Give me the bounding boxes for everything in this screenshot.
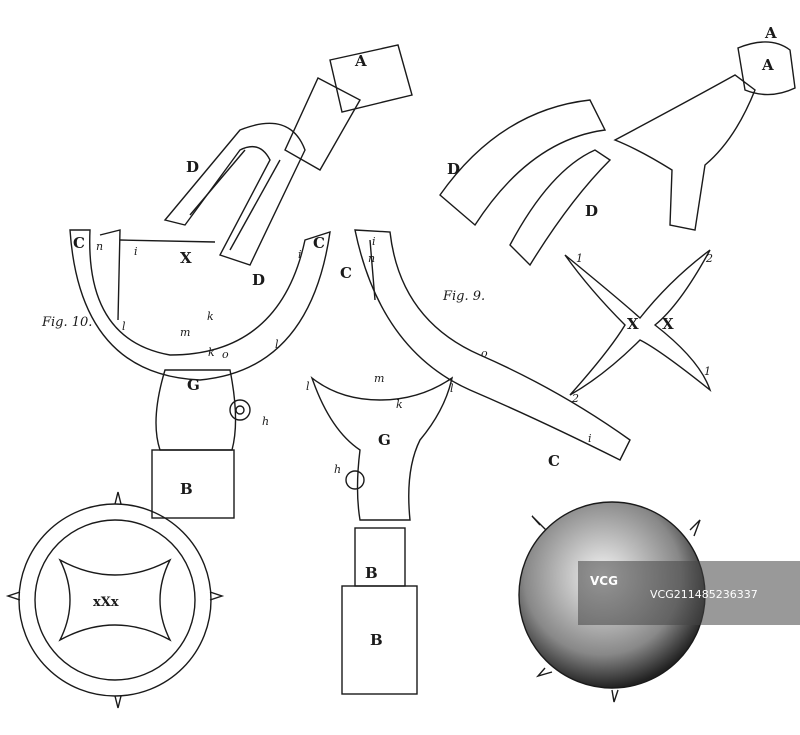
label-n-fig9: n (368, 252, 375, 265)
fig10-fork-d (163, 122, 306, 266)
label-2-cross-bottom: 2 (571, 392, 579, 405)
label-i-fig10: i (134, 245, 138, 258)
label-x-fig9-left: X (627, 315, 639, 333)
fig10-socket-b (151, 449, 235, 519)
fig10-tube-a (284, 44, 413, 171)
fig9-cross-x (564, 249, 712, 396)
watermark-logo: VCG (590, 574, 618, 588)
label-x-fig10: X (180, 249, 192, 267)
label-1-cross-bottom: 1 (704, 365, 711, 378)
label-k-fig9: k (396, 398, 403, 411)
fig9-label: Fig. 9. (442, 289, 485, 304)
label-1-cross-top: 1 (576, 252, 583, 265)
fig9-socket-b (341, 527, 418, 695)
label-c-fig10-right: C (313, 234, 325, 252)
fig9-yoke-c (354, 229, 631, 461)
label-h-fig9: h (334, 463, 341, 476)
label-c-fig9-top: C (340, 264, 352, 282)
label-m-fig9: m (374, 372, 384, 385)
label-b-fig9-lower: B (370, 631, 383, 649)
label-o-fig9: o (481, 347, 488, 360)
label-d-fig10-lower: D (252, 271, 265, 289)
label-a-fig9: A (761, 56, 774, 74)
fig10-yoke-c (69, 229, 331, 381)
label-i-fig9-tip: i (588, 432, 592, 445)
label-a-fig10: A (354, 52, 367, 70)
label-l-fig9-left: l (306, 380, 310, 393)
fig10-label: Fig. 10. (41, 315, 92, 330)
label-l-fig10-right: l (275, 338, 279, 351)
label-c-fig9-bottom: C (548, 452, 560, 470)
label-d-fig9-lower: D (585, 202, 598, 220)
label-l-fig10: l (122, 320, 126, 333)
fig9-stem-g (310, 375, 454, 521)
plate-disc (5, 491, 225, 709)
label-k-fig10-lower: k (208, 346, 215, 359)
label-a-fig9-top: A (764, 24, 777, 42)
label-m-fig10: m (180, 326, 190, 339)
fig9-tube-a (613, 41, 796, 231)
label-d-fig10: D (186, 158, 199, 176)
plate-mark: xXx (93, 595, 119, 610)
label-g-fig10: G (187, 376, 200, 394)
label-k-fig10: k (207, 310, 214, 323)
label-x-fig9-right: X (662, 315, 674, 333)
fig10-stem-g (155, 369, 251, 451)
watermark-band (578, 561, 800, 625)
label-n-fig10: n (96, 240, 103, 253)
label-b-fig9-upper: B (365, 564, 378, 582)
label-l-fig9-right: l (450, 382, 454, 395)
fig9-fork-d (439, 99, 612, 267)
label-d-fig9: D (447, 160, 460, 178)
label-i-fig9-top: i (372, 235, 376, 248)
watermark-text: VCG211485236337 (650, 588, 758, 601)
label-h-fig10: h (262, 415, 269, 428)
label-2-cross-top: 2 (705, 252, 713, 265)
label-b-fig10: B (180, 480, 193, 498)
label-c-fig10-left: C (73, 234, 85, 252)
label-i-fig10-right: i (298, 248, 302, 261)
label-o-fig10: o (222, 348, 229, 361)
label-g-fig9: G (378, 431, 391, 449)
